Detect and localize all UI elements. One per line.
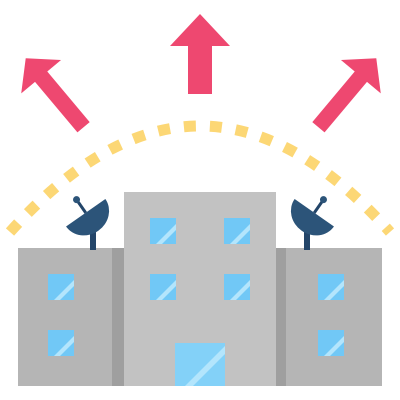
door-icon: [175, 343, 225, 386]
arrow-up-icon: [170, 14, 230, 94]
window: [318, 330, 344, 356]
window: [318, 274, 344, 300]
building-right-wing: [274, 248, 382, 386]
window: [150, 274, 176, 300]
window: [224, 274, 250, 300]
satellite-dish-icon: [290, 196, 334, 250]
window: [150, 218, 176, 244]
window: [48, 330, 74, 356]
window: [48, 274, 74, 300]
arrow-up-right-icon: [312, 58, 381, 133]
window: [224, 218, 250, 244]
building-left-wing: [18, 248, 126, 386]
signal-arc: [5, 120, 395, 236]
satellite-dish-icon: [66, 196, 110, 250]
building-center-tower: [124, 192, 276, 386]
arrow-up-left-icon: [21, 58, 90, 133]
